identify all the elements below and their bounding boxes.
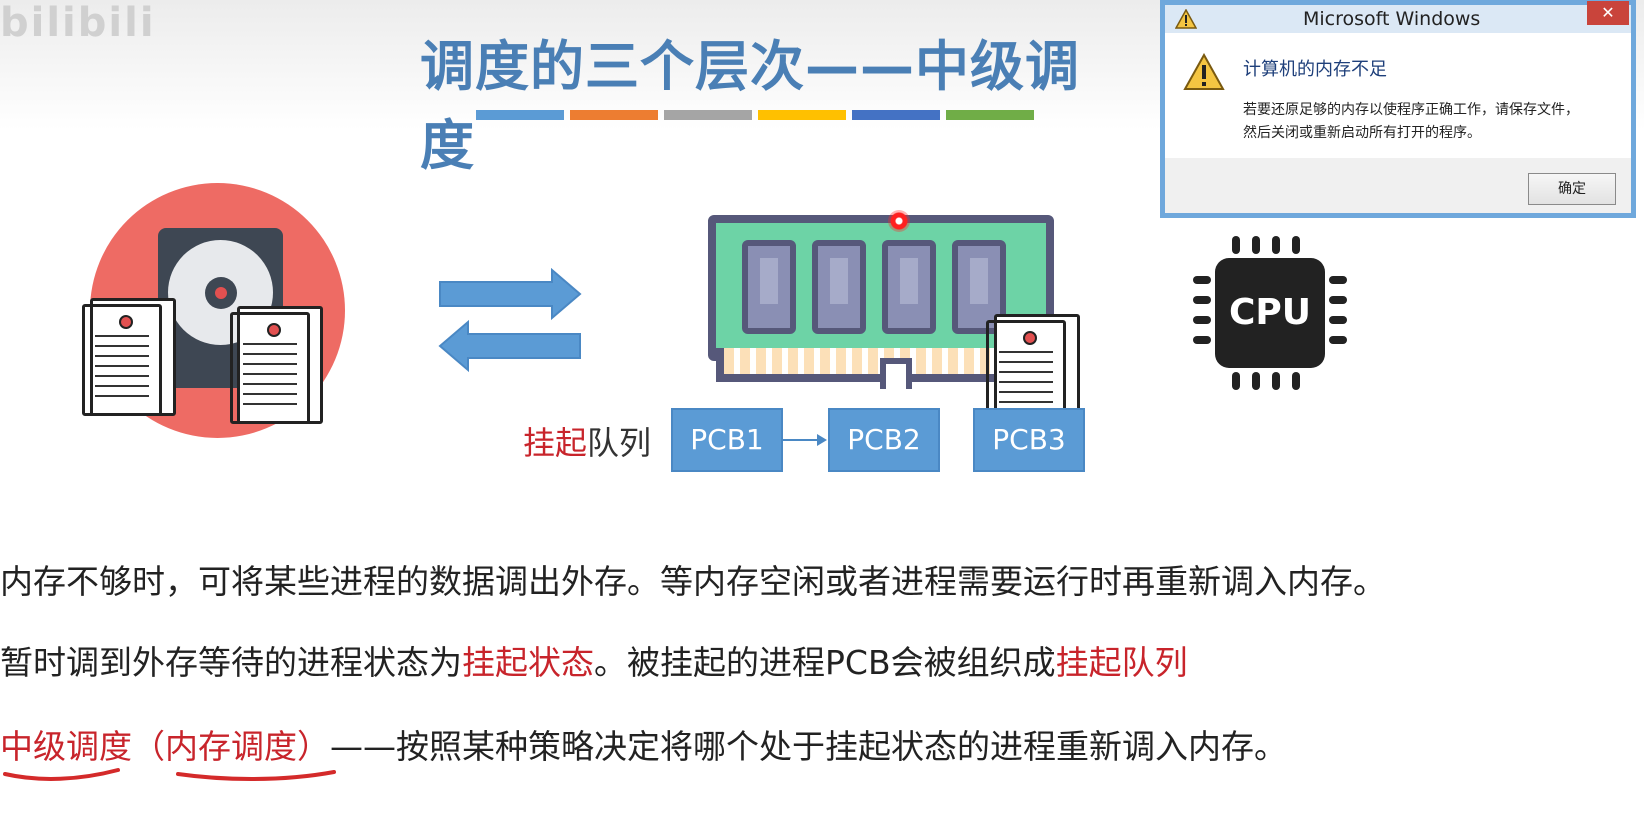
- document-icon: [230, 312, 310, 424]
- pcb-box-3: PCB3: [973, 408, 1085, 472]
- stripe: [852, 110, 940, 120]
- dialog-titlebar[interactable]: Microsoft Windows ✕: [1165, 1, 1631, 33]
- arrow-right: [439, 268, 582, 321]
- text-line-1: 内存不够时，可将某些进程的数据调出外存。等内存空闲或者进程需要运行时再重新调入内…: [0, 562, 1386, 601]
- dialog-body: 计算机的内存不足 若要还原足够的内存以使程序正确工作，请保存文件， 然后关闭或重…: [1165, 33, 1631, 158]
- ram-chip: [812, 240, 866, 334]
- dialog-message: 若要还原足够的内存以使程序正确工作，请保存文件， 然后关闭或重新启动所有打开的程…: [1243, 99, 1623, 145]
- warning-icon: [1175, 9, 1197, 29]
- watermark: bilibili: [0, 0, 156, 46]
- cpu-label: CPU: [1215, 258, 1325, 368]
- ok-button[interactable]: 确定: [1528, 173, 1616, 205]
- hdd-center-dot: [215, 287, 227, 299]
- text-line-3: 中级调度（内存调度）——按照某种策略决定将哪个处于挂起状态的进程重新调入内存。: [0, 720, 1287, 768]
- stripe: [476, 110, 564, 120]
- text-segment: ——按照某种策略决定将哪个处于挂起状态的进程重新调入内存。: [330, 727, 1287, 766]
- queue-link-arrow: [781, 434, 827, 446]
- stripe: [758, 110, 846, 120]
- close-button[interactable]: ✕: [1587, 1, 1629, 25]
- dialog-message-line: 若要还原足够的内存以使程序正确工作，请保存文件，: [1243, 102, 1579, 118]
- text-segment: 暂时调到外存等待的进程状态为: [0, 643, 462, 682]
- queue-label: 挂起队列: [523, 418, 651, 464]
- ram-chip: [742, 240, 796, 334]
- stripe: [946, 110, 1034, 120]
- stripe: [664, 110, 752, 120]
- queue-label-text: 队列: [587, 424, 652, 462]
- pcb-box-1: PCB1: [671, 408, 783, 472]
- text-highlight: 挂起队列: [1055, 643, 1188, 682]
- handwritten-underline: [3, 768, 336, 781]
- dialog-heading: 计算机的内存不足: [1243, 59, 1387, 80]
- ram-notch: [880, 358, 912, 389]
- pointer-dot: [888, 210, 910, 232]
- text-highlight: （内存调度）: [132, 727, 330, 766]
- swap-arrows-icon: [438, 268, 582, 373]
- arrow-left: [438, 319, 581, 373]
- pcb-box-2: PCB2: [828, 408, 940, 472]
- dialog-title: Microsoft Windows: [1303, 8, 1481, 30]
- text-highlight: 中级调度: [0, 727, 132, 766]
- queue-label-highlight: 挂起: [523, 424, 588, 462]
- slide-title: 调度的三个层次——中级调度: [420, 35, 1080, 177]
- stripe: [570, 110, 658, 120]
- warning-icon: [1183, 53, 1225, 90]
- ram-chip: [882, 240, 936, 334]
- document-icon: [82, 304, 162, 416]
- text-line-2: 暂时调到外存等待的进程状态为挂起状态。被挂起的进程PCB会被组织成挂起队列: [0, 636, 1188, 684]
- dialog-message-line: 然后关闭或重新启动所有打开的程序。: [1243, 125, 1481, 141]
- text-segment: 。被挂起的进程PCB会被组织成: [594, 643, 1056, 682]
- memory-warning-dialog: Microsoft Windows ✕ 计算机的内存不足 若要还原足够的内存以使…: [1160, 0, 1636, 218]
- text-highlight: 挂起状态: [462, 643, 594, 682]
